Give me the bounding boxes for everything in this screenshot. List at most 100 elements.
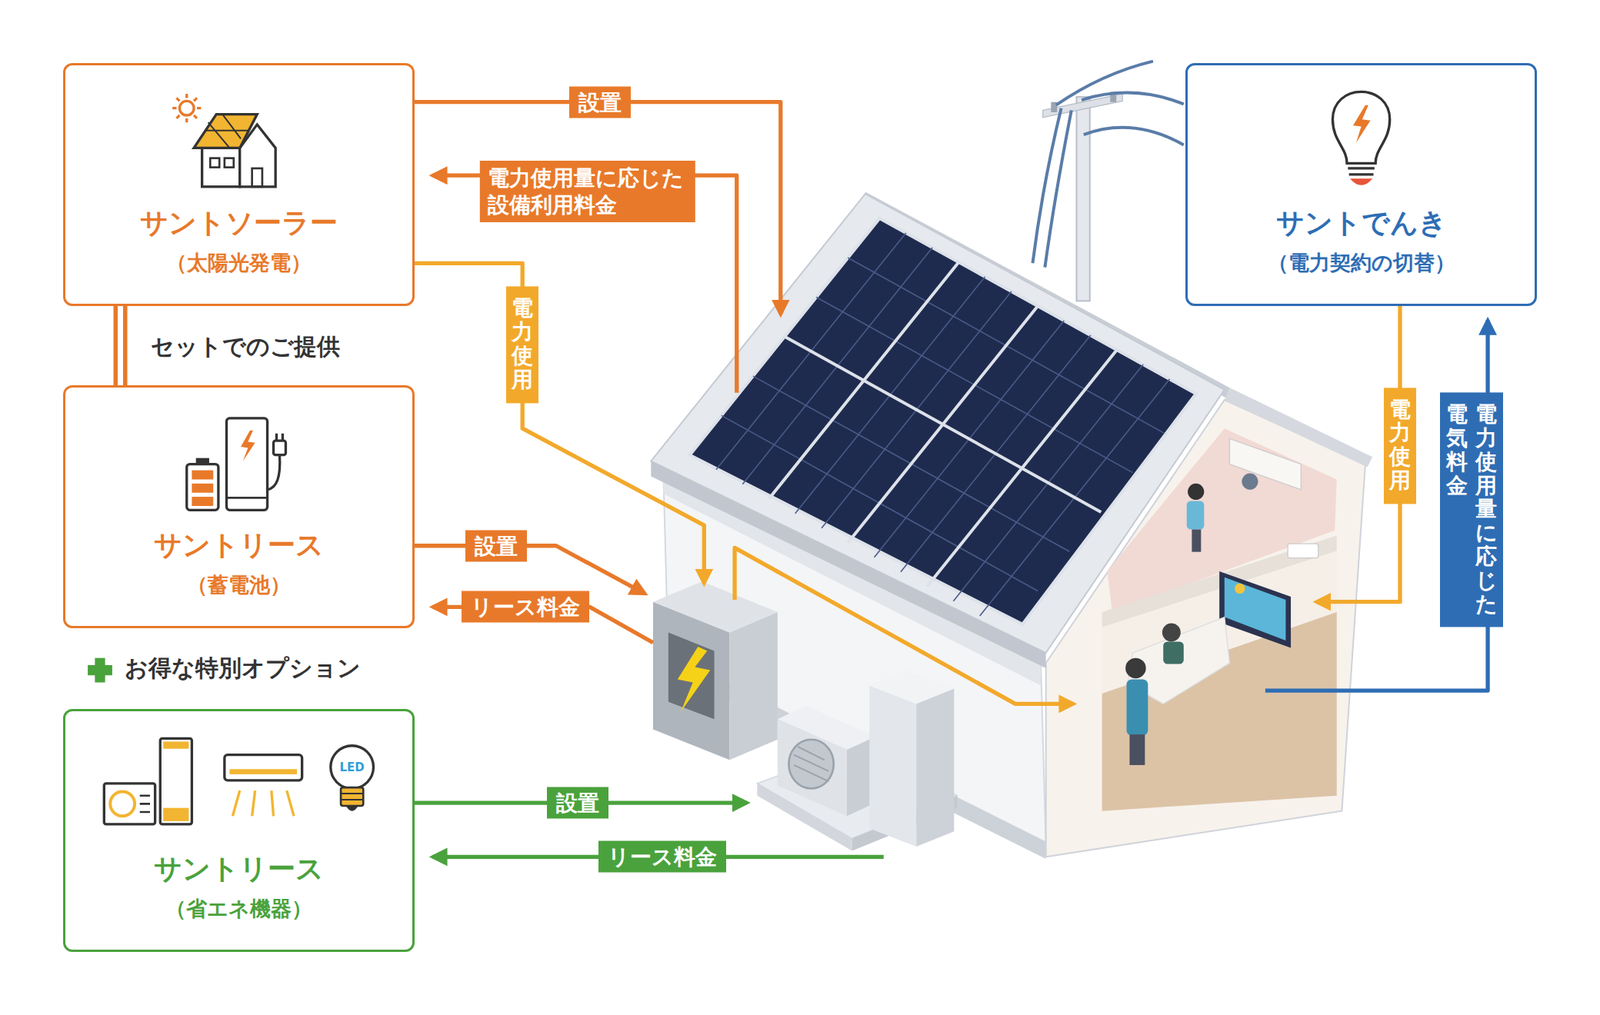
battery-unit-part bbox=[677, 646, 710, 713]
battery-icon bbox=[186, 418, 287, 510]
energy-device-icons-part bbox=[229, 769, 297, 775]
solar-house-icon-part bbox=[179, 100, 194, 116]
house-part bbox=[1162, 623, 1181, 643]
service-box: サントリース （蓄電池） bbox=[63, 385, 414, 629]
bulb-icon-part bbox=[1350, 178, 1373, 186]
battery-unit-part bbox=[668, 633, 715, 720]
house-part bbox=[1241, 473, 1258, 490]
bulb-icon-part bbox=[1332, 91, 1390, 164]
double-connector bbox=[113, 306, 128, 386]
battery-icon-part bbox=[226, 418, 267, 510]
flow-label: 設置 bbox=[546, 786, 609, 819]
flow-arrows-part bbox=[414, 102, 781, 315]
vertical-column: 電力使用量に応じた bbox=[1475, 403, 1497, 617]
solar-house-icon-part bbox=[202, 147, 240, 187]
service-name: サントソーラー bbox=[140, 205, 338, 242]
house-part bbox=[1224, 577, 1287, 641]
service-box: サントソーラー （太陽光発電） bbox=[63, 63, 414, 307]
battery-icon-part bbox=[273, 440, 287, 456]
flow-arrows-part bbox=[414, 546, 646, 594]
house-part bbox=[1187, 483, 1204, 500]
battery-icon-part bbox=[191, 470, 214, 480]
heat-pump-units-part bbox=[869, 670, 954, 705]
plus-icon bbox=[87, 658, 113, 684]
solar-house-icon-part bbox=[252, 168, 263, 187]
heat-pump-units-part bbox=[777, 706, 876, 750]
plus-icon-part bbox=[87, 665, 113, 676]
house-part bbox=[1234, 583, 1245, 594]
roof-solar-panels-part bbox=[1224, 387, 1373, 467]
flow-arrows bbox=[414, 102, 1489, 858]
connector-gap bbox=[117, 306, 124, 386]
energy-device-icons bbox=[103, 738, 374, 824]
service-name: サントでんき bbox=[1276, 205, 1447, 242]
heat-pump-units bbox=[756, 670, 957, 852]
roof-solar-panels bbox=[650, 191, 1373, 668]
energy-device-icons-part bbox=[340, 787, 364, 807]
roof-solar-panels-part bbox=[769, 262, 1117, 587]
solar-house-icon-part bbox=[172, 93, 201, 123]
service-subtitle: （電力契約の切替） bbox=[1267, 249, 1456, 277]
energy-device-icons-part bbox=[103, 783, 155, 825]
flow-label: 電力使用 bbox=[1383, 387, 1417, 504]
service-subtitle: （太陽光発電） bbox=[166, 249, 312, 277]
battery-icon-part bbox=[226, 496, 267, 500]
bulb-icon-part bbox=[1347, 168, 1374, 175]
house-part bbox=[1229, 438, 1301, 490]
solar-house-icon-part bbox=[205, 114, 249, 149]
flow-label: 電力使用 bbox=[506, 286, 539, 404]
energy-device-icons-part bbox=[232, 790, 294, 817]
service-name: サントリース bbox=[153, 851, 324, 888]
house-part bbox=[1129, 734, 1145, 766]
solar-house-icon bbox=[172, 93, 276, 187]
flow-label: 電力使用量に応じた 設備利用料金 bbox=[480, 160, 696, 223]
house-part bbox=[1102, 612, 1337, 812]
service-subtitle: （蓄電池） bbox=[186, 571, 291, 599]
edge-label: セットでのご提供 bbox=[150, 332, 340, 362]
battery-icon-part bbox=[191, 496, 214, 507]
flow-arrows-part bbox=[734, 547, 1074, 704]
edge-group bbox=[120, 306, 121, 386]
energy-device-icons-part bbox=[330, 746, 374, 790]
house-part bbox=[1163, 641, 1184, 664]
energy-device-icons-part bbox=[340, 793, 364, 800]
solar-house-icon-part bbox=[193, 114, 257, 149]
house-part bbox=[1287, 543, 1319, 559]
house-part bbox=[1126, 680, 1148, 737]
house-part bbox=[1191, 530, 1201, 553]
flow-label: 設置 bbox=[465, 530, 527, 562]
battery-icon-part bbox=[267, 455, 280, 490]
heat-pump-units-part bbox=[788, 740, 834, 790]
battery-icon-part bbox=[276, 433, 283, 441]
roof-solar-panels-part bbox=[716, 233, 1170, 617]
flow-label: 電力使用量に応じた 電気料金 bbox=[1440, 393, 1504, 628]
energy-device-icons-part bbox=[224, 755, 303, 781]
battery-unit-part bbox=[653, 581, 778, 633]
power-pole-part bbox=[1076, 96, 1090, 301]
energy-device-icons-part bbox=[163, 808, 189, 822]
service-name: サントリース bbox=[153, 527, 324, 564]
battery-unit-part bbox=[729, 612, 777, 760]
power-pole-part bbox=[1032, 61, 1184, 268]
battery-icon-part bbox=[191, 483, 214, 494]
battery-icon-part bbox=[186, 464, 219, 511]
heat-pump-units-part bbox=[793, 746, 829, 782]
bulb-icon-part bbox=[1353, 105, 1371, 144]
flow-arrows-part bbox=[414, 263, 705, 584]
bulb-icon bbox=[1332, 91, 1390, 185]
house-part bbox=[1219, 571, 1291, 648]
heat-pump-units-part bbox=[916, 688, 954, 847]
battery-icon-part bbox=[240, 430, 256, 462]
energy-device-icons-part bbox=[163, 741, 189, 749]
battery-unit bbox=[653, 581, 778, 760]
note-text: LED bbox=[340, 760, 365, 775]
solar-house-icon-part bbox=[224, 158, 234, 168]
house-part bbox=[1125, 658, 1147, 680]
service-box: サントリース （省エネ機器） bbox=[63, 709, 414, 953]
power-pole bbox=[1032, 61, 1184, 302]
heat-pump-units-part bbox=[869, 685, 917, 847]
service-subtitle: （省エネ機器） bbox=[165, 895, 313, 923]
service-box: サントでんき （電力契約の切替） bbox=[1185, 63, 1537, 307]
